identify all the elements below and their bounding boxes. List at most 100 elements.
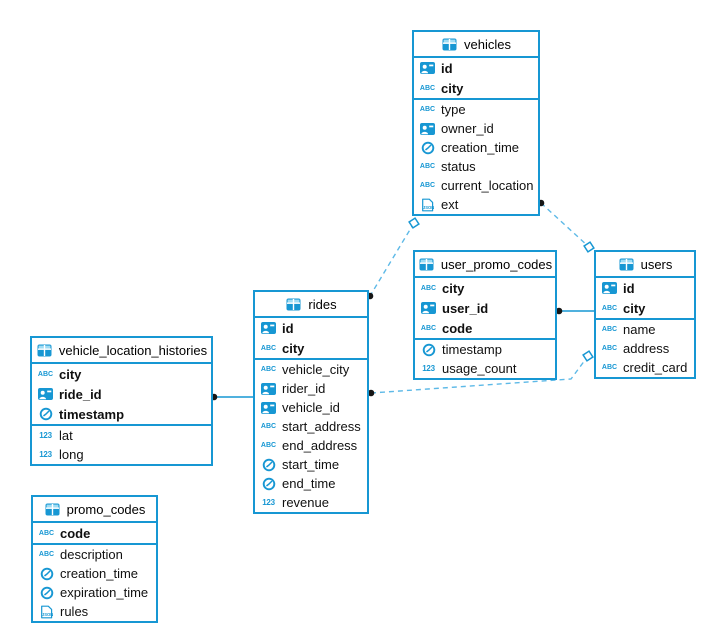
field-label: id — [441, 60, 453, 76]
abc-type-icon: ABC — [419, 84, 436, 92]
field-label: timestamp — [59, 406, 125, 422]
id-badge-icon — [419, 122, 436, 135]
abc-type-icon: ABC — [420, 324, 437, 332]
table-header-promo_codes[interactable]: promo_codes — [33, 497, 156, 523]
table-icon — [44, 503, 61, 516]
field-label: ext — [441, 197, 459, 212]
field-label: expiration_time — [60, 585, 149, 600]
id-badge-icon — [37, 388, 54, 400]
field-user_id: user_id — [415, 298, 555, 318]
clock-type-icon — [37, 407, 54, 421]
field-label: credit_card — [623, 360, 688, 375]
field-id: id — [596, 278, 694, 298]
table-title: rides — [308, 296, 337, 312]
field-city: ABC city — [414, 78, 538, 98]
field-label: rules — [60, 604, 89, 619]
field-label: id — [623, 280, 635, 296]
table-header-vehicle_location_histories[interactable]: vehicle_location_histories — [32, 338, 211, 364]
field-label: type — [441, 102, 466, 117]
field-id: id — [414, 58, 538, 78]
field-label: end_time — [282, 476, 336, 491]
field-label: rider_id — [282, 381, 326, 396]
relation-line-vehicles-users — [540, 202, 590, 248]
field-name: ABC name — [596, 320, 694, 339]
table-icon — [618, 258, 635, 271]
field-label: vehicle_city — [282, 362, 350, 377]
field-label: owner_id — [441, 121, 494, 136]
number-type-icon: 123 — [39, 450, 52, 459]
table-title: users — [640, 256, 673, 272]
clock-type-icon — [38, 567, 55, 581]
clock-type-icon — [260, 477, 277, 491]
field-label: usage_count — [442, 361, 517, 376]
clock-type-icon — [260, 458, 277, 472]
json-type-icon: JSON — [419, 198, 436, 212]
table-header-rides[interactable]: rides — [255, 292, 367, 318]
abc-type-icon: ABC — [420, 284, 437, 292]
abc-type-icon: ABC — [260, 442, 277, 449]
id-badge-icon — [419, 62, 436, 74]
abc-type-icon: ABC — [601, 304, 618, 312]
field-label: name — [623, 322, 656, 337]
clock-type-icon — [420, 343, 437, 357]
abc-type-icon: ABC — [601, 326, 618, 333]
table-header-user_promo_codes[interactable]: user_promo_codes — [415, 252, 555, 278]
field-label: city — [623, 300, 646, 316]
field-label: code — [60, 525, 91, 541]
id-badge-icon — [420, 302, 437, 314]
abc-type-icon: ABC — [260, 344, 277, 352]
clock-type-icon — [419, 141, 436, 155]
field-label: city — [441, 80, 464, 96]
field-label: city — [282, 340, 305, 356]
field-label: vehicle_id — [282, 400, 340, 415]
table-icon — [418, 258, 435, 271]
field-expiration_time: expiration_time — [33, 583, 156, 602]
table-title: vehicle_location_histories — [58, 342, 208, 358]
json-type-icon: JSON — [38, 605, 55, 619]
field-start_time: start_time — [255, 455, 367, 474]
field-label: user_id — [442, 300, 489, 316]
table-title: promo_codes — [66, 501, 146, 517]
table-icon — [441, 38, 458, 51]
table-title: vehicles — [464, 36, 511, 52]
clock-type-icon — [38, 586, 55, 600]
field-creation_time: creation_time — [414, 138, 538, 157]
field-rules: JSON rules — [33, 602, 156, 621]
table-icon — [36, 344, 53, 357]
field-label: creation_time — [60, 566, 139, 581]
field-city: ABC city — [596, 298, 694, 318]
relation-diamond-endpoint — [408, 217, 420, 229]
table-header-vehicles[interactable]: vehicles — [414, 32, 538, 58]
field-ext: JSON ext — [414, 195, 538, 214]
table-header-users[interactable]: users — [596, 252, 694, 278]
field-vehicle_id: vehicle_id — [255, 398, 367, 417]
field-label: lat — [59, 428, 73, 443]
relation-diamond-endpoint — [583, 241, 595, 253]
field-label: start_address — [282, 419, 361, 434]
id-badge-icon — [260, 401, 277, 414]
